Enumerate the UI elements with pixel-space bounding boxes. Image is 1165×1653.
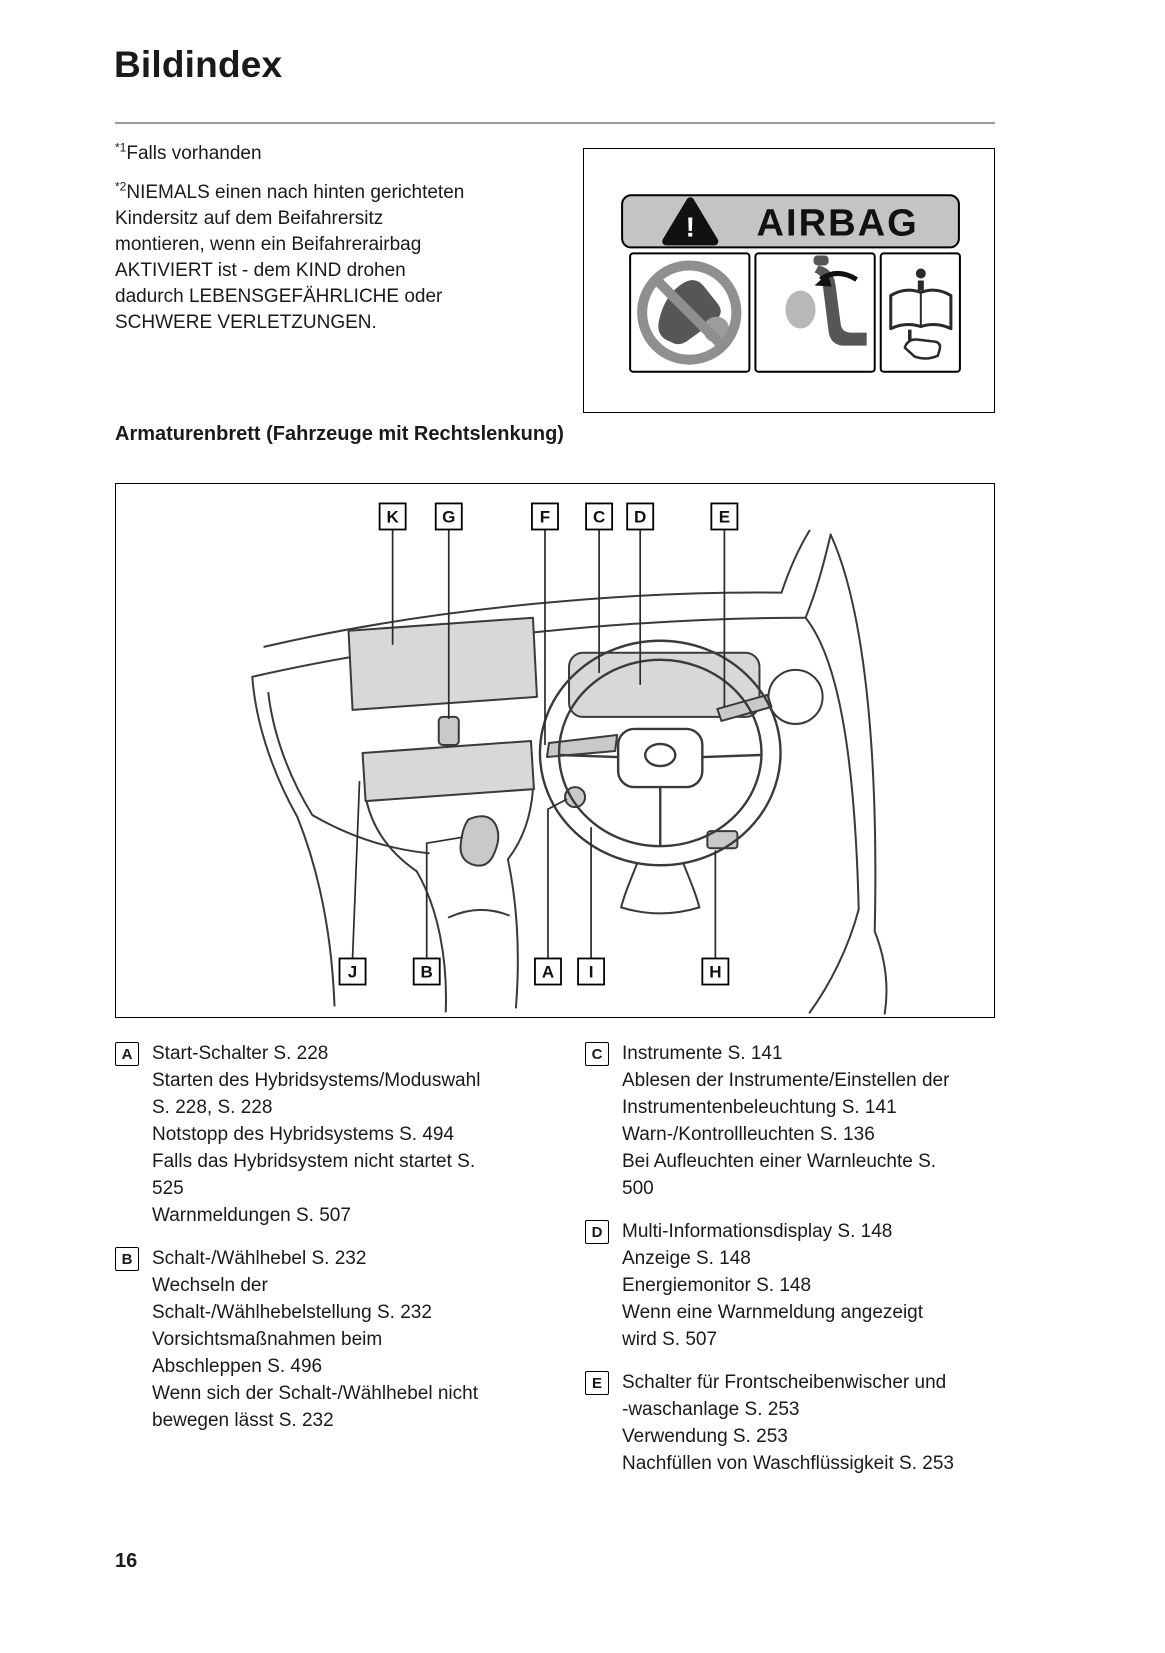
index-entry-a: A Start-Schalter S. 228 Starten des Hybr… (115, 1040, 575, 1229)
svg-text:A: A (542, 963, 554, 982)
index-left-column: A Start-Schalter S. 228 Starten des Hybr… (115, 1040, 575, 1450)
callout-top-f: F (531, 502, 559, 531)
shift-lever (459, 815, 500, 867)
index-entry-b-items: Schalt-/Wählhebel S. 232 Wechseln der Sc… (152, 1245, 484, 1434)
index-key-c: C (585, 1042, 609, 1066)
index-item: Verwendung S. 253 (622, 1426, 788, 1447)
no-rear-facing-child-seat-icon (637, 260, 742, 365)
section-heading: Armaturenbrett (Fahrzeuge mit Rechtslenk… (115, 423, 564, 445)
index-item: Multi-Informationsdisplay S. 148 (622, 1221, 893, 1242)
callout-top-g: G (434, 502, 463, 531)
callout-top-k: K (378, 502, 407, 531)
index-right-column: C Instrumente S. 141 Ablesen der Instrum… (585, 1040, 1005, 1493)
callout-top-d: D (626, 502, 655, 531)
callout-bottom-a: A (534, 957, 562, 986)
index-item: Instrumente S. 141 (622, 1043, 783, 1064)
callout-bottom-i: I (577, 957, 606, 986)
index-item: Wenn eine Warnmeldung angezeigt wird S. … (622, 1302, 924, 1350)
footnote-1: *1Falls vorhanden (115, 141, 473, 167)
index-item: Schalter für Frontscheibenwischer und -w… (622, 1372, 947, 1420)
callout-bottom-j: J (338, 957, 367, 986)
index-entry-e-items: Schalter für Frontscheibenwischer und -w… (622, 1369, 954, 1477)
start-switch (564, 786, 587, 809)
airbag-pictograms (629, 252, 961, 373)
svg-text:K: K (386, 507, 399, 526)
index-item: Wenn sich der Schalt-/Wählhebel nicht be… (152, 1383, 478, 1431)
index-item: Notstopp des Hybridsystems S. 494 (152, 1124, 455, 1145)
dashboard-figure: K G F C D (115, 483, 995, 1018)
index-entry-d-items: Multi-Informationsdisplay S. 148 Anzeige… (622, 1218, 954, 1353)
callout-bottom-b: B (412, 957, 441, 986)
index-entry-c: C Instrumente S. 141 Ablesen der Instrum… (585, 1040, 1005, 1202)
index-item: Starten des Hybridsystems/Moduswahl S. 2… (152, 1070, 481, 1118)
index-key-e: E (585, 1371, 609, 1395)
index-item: Falls das Hybridsystem nicht startet S. … (152, 1151, 476, 1199)
airbag-warning-label: ! AIRBAG (621, 194, 961, 373)
steering-wheel (538, 639, 782, 867)
index-item: Bei Aufleuchten einer Warnleuchte S. 500 (622, 1151, 937, 1199)
index-item: Vorsichtsmaßnahmen beim Abschleppen S. 4… (152, 1329, 383, 1377)
callout-top-e: E (710, 502, 739, 531)
index-item: Energiemonitor S. 148 (622, 1275, 812, 1296)
page-number: 16 (115, 1550, 138, 1572)
footnote-2-text: NIEMALS einen nach hinten gerichteten Ki… (115, 182, 465, 333)
footnote-2: *2NIEMALS einen nach hinten gerichteten … (115, 180, 473, 336)
svg-text:D: D (634, 507, 646, 526)
dashboard-diagram: K G F C D (251, 502, 888, 1015)
index-item: Warn-/Kontrollleuchten S. 136 (622, 1124, 875, 1145)
callout-labels: K G F C D (338, 502, 739, 986)
svg-text:F: F (540, 507, 550, 526)
index-entry-b: B Schalt-/Wählhebel S. 232 Wechseln der … (115, 1245, 575, 1434)
footnote-2-marker: *2 (115, 179, 127, 194)
hazard-switch (437, 715, 460, 746)
svg-text:H: H (709, 963, 721, 982)
wiper-stalk (716, 693, 773, 722)
index-entry-a-items: Start-Schalter S. 228 Starten des Hybrid… (152, 1040, 484, 1229)
index-item: Start-Schalter S. 228 (152, 1043, 329, 1064)
index-item: Schalt-/Wählhebel S. 232 (152, 1248, 367, 1269)
index-item: Warnmeldungen S. 507 (152, 1205, 351, 1226)
index-entry-c-items: Instrumente S. 141 Ablesen der Instrumen… (622, 1040, 954, 1202)
light-stalk (545, 733, 619, 759)
callout-top-c: C (585, 502, 614, 531)
index-key-d: D (585, 1220, 609, 1244)
front-panel-tray (361, 739, 535, 803)
svg-text:E: E (719, 507, 730, 526)
callout-bottom-h: H (701, 957, 730, 986)
svg-text:J: J (348, 963, 357, 982)
dashboard-line-art (251, 529, 888, 1015)
svg-text:!: ! (686, 211, 695, 242)
svg-text:I: I (589, 963, 594, 982)
callout-lines (351, 529, 726, 959)
index-key-b: B (115, 1247, 139, 1271)
page-title: Bildindex (114, 44, 283, 85)
title-rule (115, 122, 995, 124)
index-key-a: A (115, 1042, 139, 1066)
index-item: Nachfüllen von Waschflüssigkeit S. 253 (622, 1453, 954, 1474)
index-entry-d: D Multi-Informationsdisplay S. 148 Anzei… (585, 1218, 1005, 1353)
multimedia-display (347, 616, 538, 711)
index-item: Ablesen der Instrumente/Einstellen der I… (622, 1070, 950, 1118)
owners-manual-book-icon (889, 268, 953, 360)
svg-text:C: C (593, 507, 605, 526)
index-item: Wechseln der Schalt-/Wählhebelstellung S… (152, 1275, 432, 1323)
airbag-warning-figure: ! AIRBAG (583, 148, 995, 413)
warning-triangle-icon: ! (662, 197, 719, 246)
svg-text:G: G (442, 507, 455, 526)
airbag-title: AIRBAG (757, 202, 919, 244)
index-item: Anzeige S. 148 (622, 1248, 751, 1269)
footnotes: *1Falls vorhanden *2NIEMALS einen nach h… (115, 141, 473, 349)
svg-text:B: B (421, 963, 433, 982)
airbag-warning-header: ! AIRBAG (621, 194, 960, 249)
footnote-1-marker: *1 (115, 140, 127, 155)
footnote-1-text: Falls vorhanden (126, 143, 262, 164)
index-entry-e: E Schalter für Frontscheibenwischer und … (585, 1369, 1005, 1477)
side-airbag-seat-icon (785, 255, 867, 346)
